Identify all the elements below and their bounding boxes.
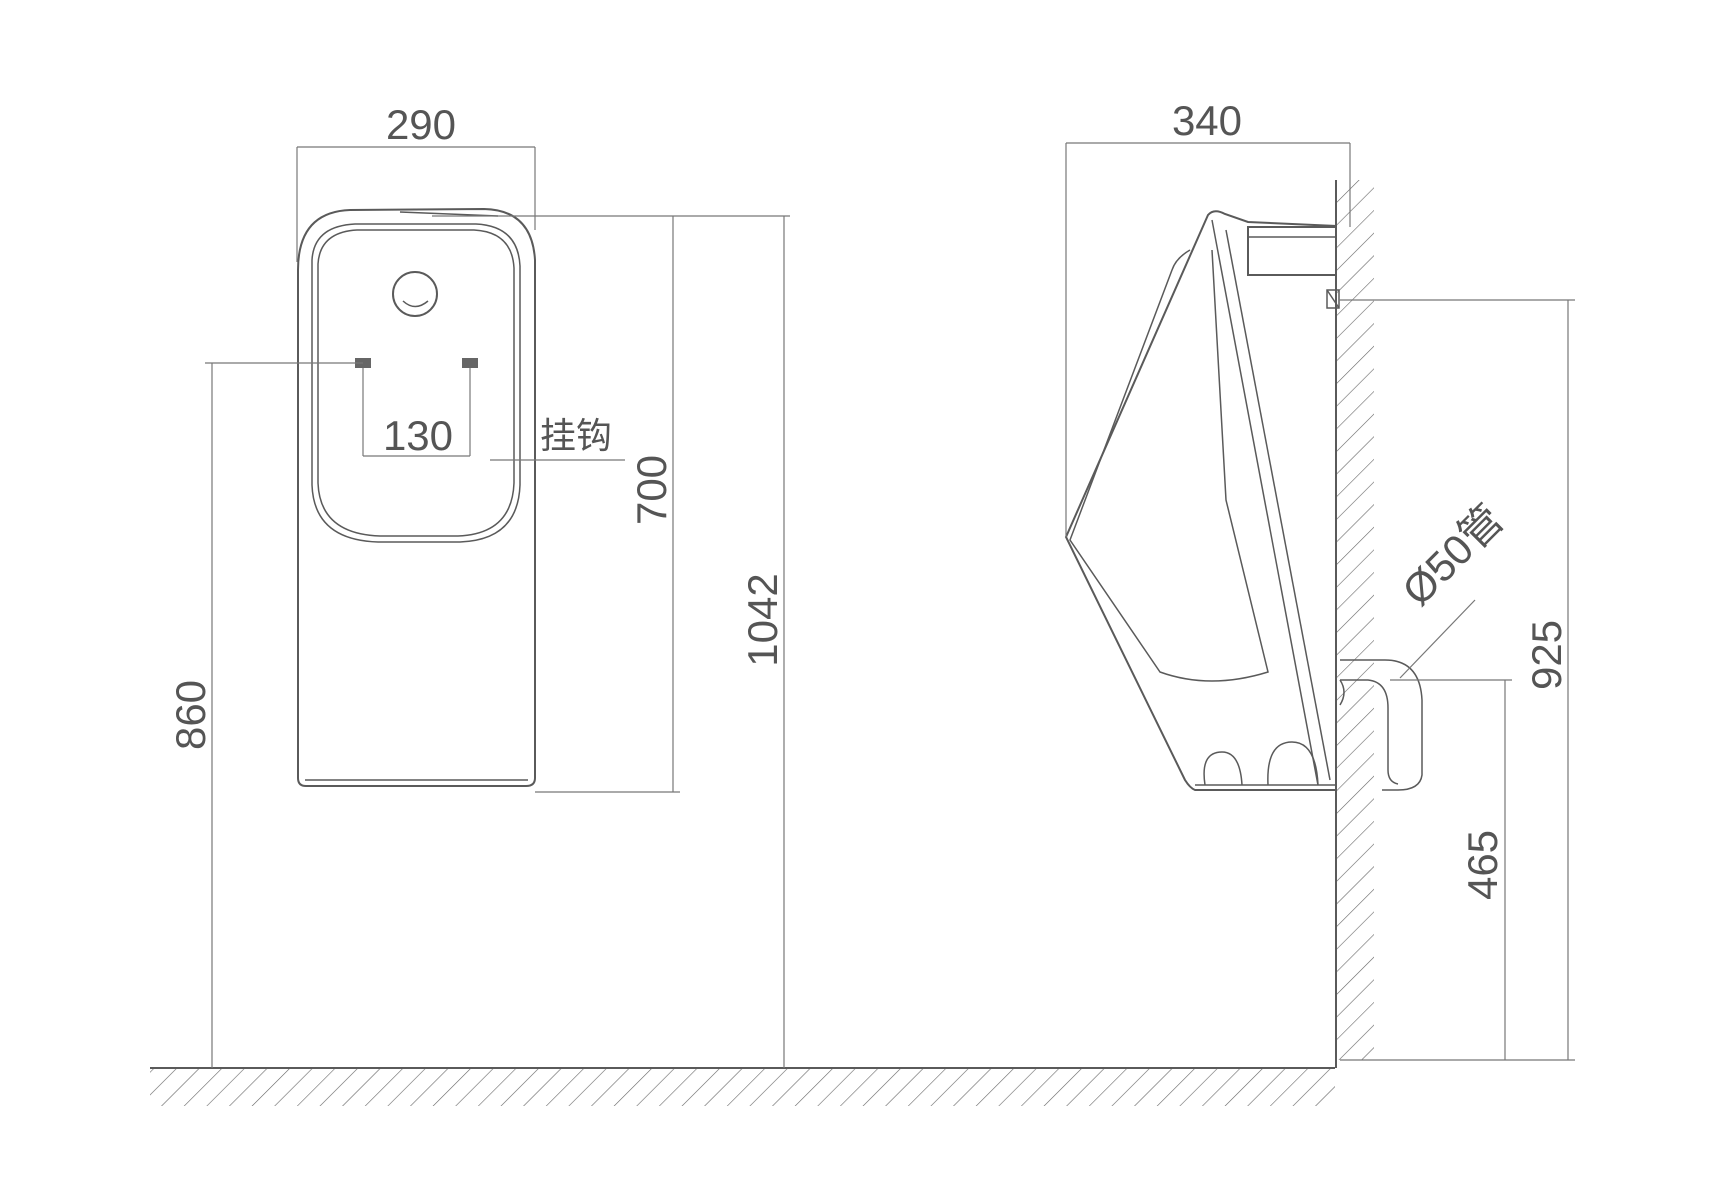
hook-spacing-label: 130 — [383, 412, 453, 459]
side-front-edge — [1211, 219, 1319, 786]
dimension-1042: 1042 — [680, 215, 790, 1068]
front-view: 290 130 挂钩 860 700 — [167, 101, 790, 1068]
dimension-290: 290 — [296, 101, 536, 262]
front-body-outline — [297, 207, 536, 787]
side-inlet-connector-diag — [1326, 289, 1340, 309]
hook-callout: 挂钩 — [490, 416, 625, 461]
front-basin-outline — [311, 223, 521, 543]
floor-hatch — [150, 1068, 1335, 1106]
outlet-height-label: 465 — [1459, 830, 1506, 900]
side-basin-inner — [1069, 249, 1269, 682]
side-view: Ø50管 340 925 465 — [1064, 97, 1575, 1061]
side-foot-right — [1267, 741, 1319, 786]
inlet-height-label: 925 — [1523, 620, 1570, 690]
sensor-icon — [392, 271, 438, 317]
front-basin-inner — [317, 229, 515, 537]
dimension-465: 465 — [1390, 679, 1512, 1060]
dimension-860: 860 — [167, 362, 363, 1068]
pipe-callout: Ø50管 — [1393, 495, 1512, 679]
width-label: 290 — [386, 101, 456, 148]
body-height-label: 700 — [628, 455, 675, 525]
dimension-340: 340 — [1065, 97, 1351, 537]
side-inlet-connector — [1326, 289, 1340, 309]
drain-pipe-icon — [1339, 659, 1423, 791]
front-top-lip — [399, 211, 499, 217]
pipe-label: Ø50管 — [1393, 495, 1512, 614]
side-inlet-box — [1247, 226, 1337, 276]
side-body-outline — [1064, 210, 1337, 791]
dimension-700: 700 — [432, 215, 680, 793]
side-front-edge-2 — [1225, 229, 1331, 781]
hook-label: 挂钩 — [540, 416, 612, 457]
depth-label: 340 — [1172, 97, 1242, 144]
hook-height-label: 860 — [167, 680, 214, 750]
wall — [1335, 180, 1374, 1068]
dimension-925: 925 — [1339, 299, 1575, 1061]
total-height-label: 1042 — [739, 573, 786, 666]
hook-right-icon — [462, 358, 478, 368]
floor — [150, 1067, 1335, 1106]
wall-hatch — [1337, 180, 1374, 1060]
side-foot-left — [1203, 751, 1243, 786]
dimension-130: 130 — [362, 368, 471, 459]
